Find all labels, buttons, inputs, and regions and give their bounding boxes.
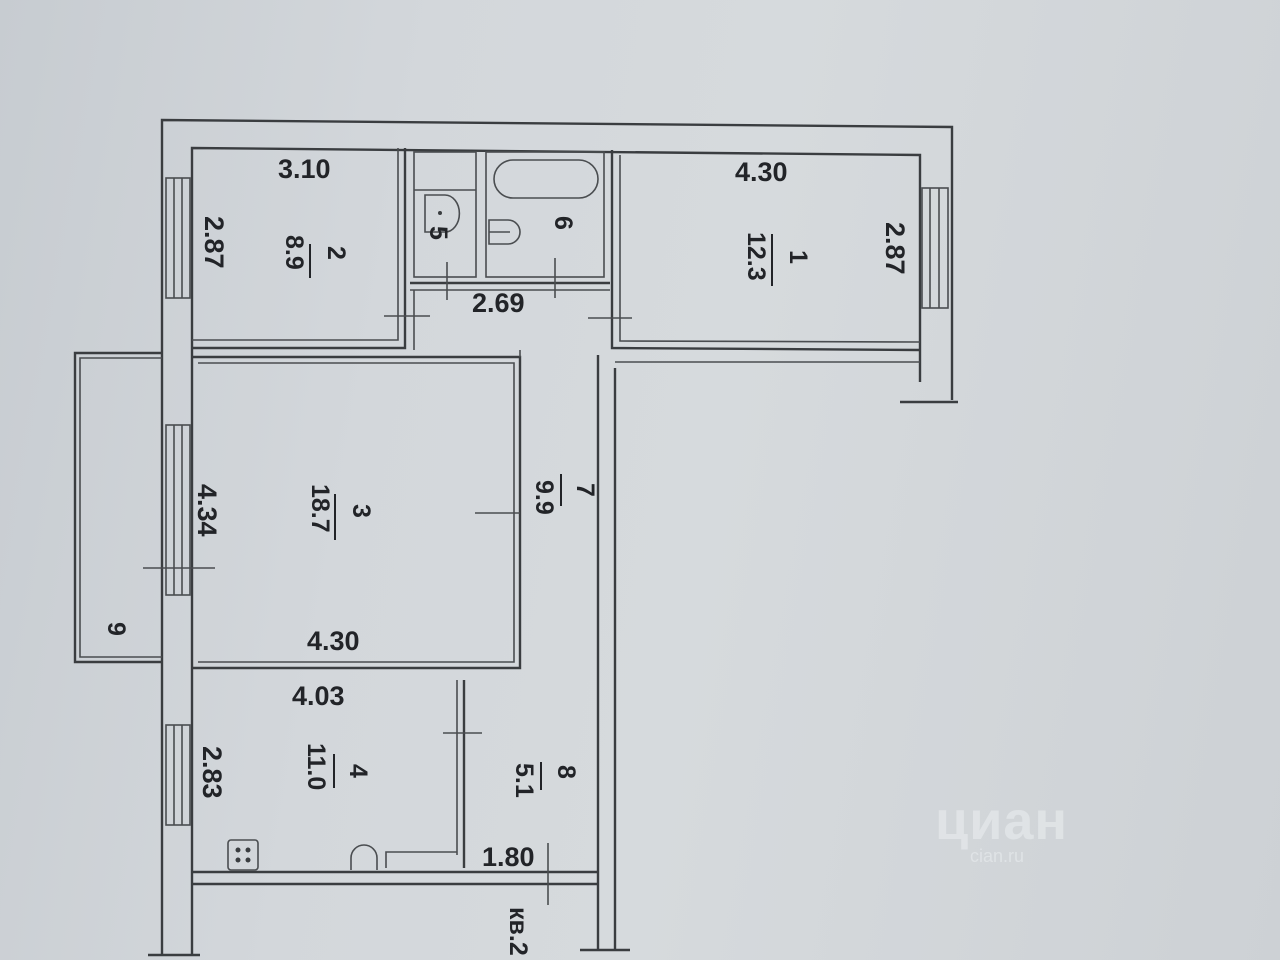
room-1-width: 4.30 <box>735 157 788 187</box>
room-4-width: 4.03 <box>292 681 345 711</box>
room-4-number: 4 <box>344 764 372 778</box>
room-2-area: 8.9 <box>280 235 308 270</box>
room-3-width: 4.30 <box>307 626 360 656</box>
room-8-area: 5.1 <box>510 763 538 798</box>
room-1-depth: 2.87 <box>880 222 910 275</box>
door-marks <box>143 258 632 905</box>
room-3-area: 18.7 <box>306 484 334 533</box>
room-4-area: 11.0 <box>302 743 330 790</box>
room-9-number: 9 <box>102 622 130 636</box>
room-2-depth: 2.87 <box>199 216 229 269</box>
windows <box>165 177 949 826</box>
labels: 3.10 2.87 2 8.9 5 6 2.69 4.30 1 12.3 2.8… <box>102 154 910 956</box>
cian-watermark: циан cian.ru <box>935 790 1068 867</box>
room-3 <box>192 290 522 670</box>
room-2-number: 2 <box>322 246 350 260</box>
room-1 <box>610 150 921 363</box>
room-2-width: 3.10 <box>278 154 331 184</box>
wc-5 <box>413 151 477 278</box>
room-8-number: 8 <box>552 765 580 779</box>
room-3-depth: 4.34 <box>192 484 222 537</box>
corridor-width: 2.69 <box>472 288 525 318</box>
room-7-number: 7 <box>571 483 599 497</box>
neighbor-apartment-label: кв.2 <box>504 907 532 956</box>
room-7-area: 9.9 <box>530 480 558 515</box>
watermark-sub: cian.ru <box>970 846 1025 866</box>
balcony-9 <box>73 351 162 664</box>
room-3-number: 3 <box>347 504 375 518</box>
room-6-number: 6 <box>549 216 577 230</box>
room-2 <box>192 148 407 350</box>
room-4 <box>192 680 598 886</box>
room-1-number: 1 <box>784 250 812 264</box>
outer-walls <box>148 118 958 957</box>
room-5-number: 5 <box>424 226 452 240</box>
room-4-depth: 2.83 <box>197 746 227 799</box>
watermark-logo: циан <box>935 791 1069 851</box>
room-1-area: 12.3 <box>742 232 770 281</box>
room-8-width: 1.80 <box>482 842 535 872</box>
bath-6 <box>485 151 605 278</box>
